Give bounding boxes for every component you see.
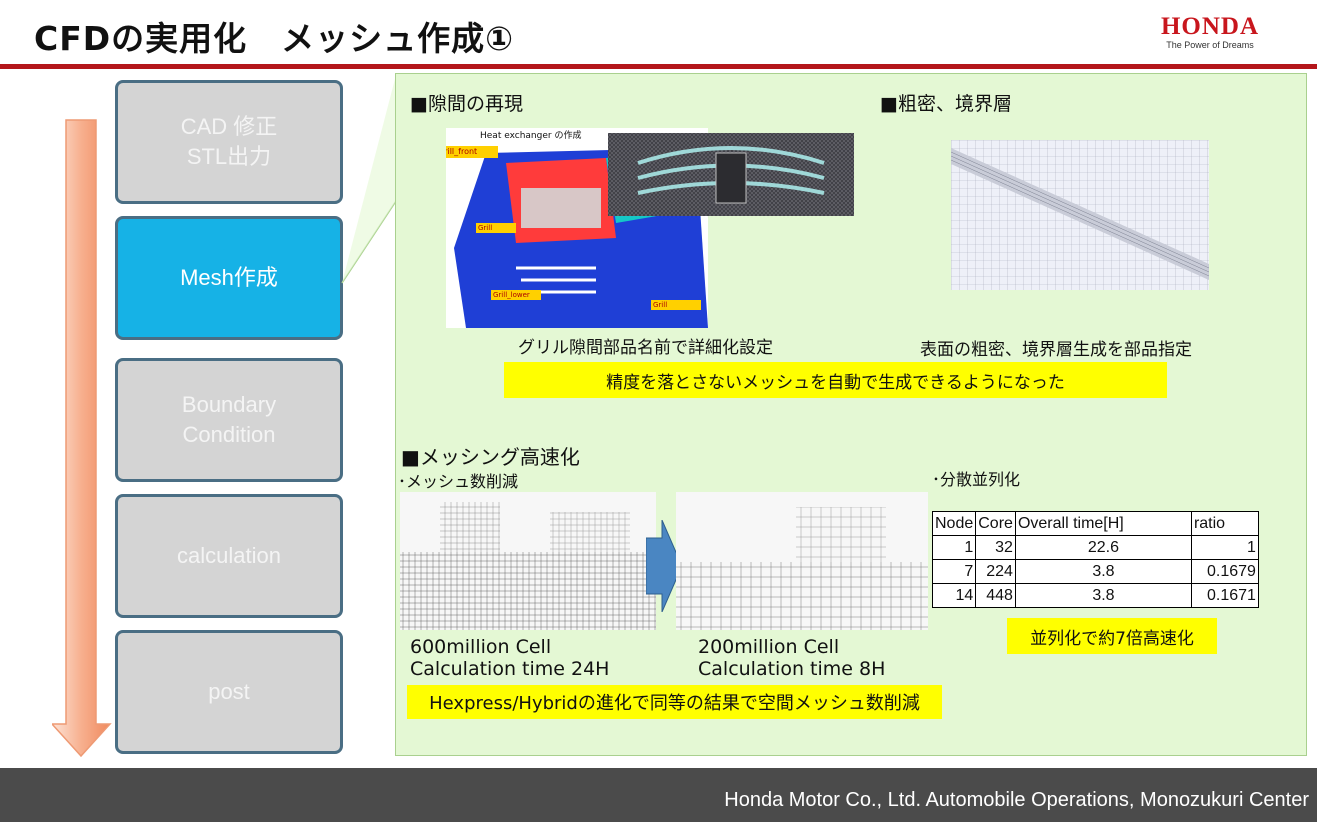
table-header: ratio [1190, 511, 1259, 536]
boundary-layer-mesh-image [951, 140, 1209, 290]
before-cell-count: 600million Cell [410, 636, 552, 658]
table-cell: 7 [931, 559, 977, 584]
honda-logo: HONDA The Power of Dreams [1135, 13, 1285, 51]
step-mesh[interactable]: Mesh作成 [115, 216, 343, 340]
table-cell: 22.6 [1014, 535, 1192, 560]
gap-heading: ■隙間の再現 [410, 93, 523, 115]
table-cell: 448 [975, 583, 1016, 608]
step-boundary-condition[interactable]: Boundary Condition [115, 358, 343, 482]
table-header: Overall time[H] [1014, 511, 1192, 536]
table-header: Core [975, 511, 1016, 536]
table-row: 7 224 3.8 0.1679 [931, 559, 1259, 584]
flow-down-arrow-icon [52, 119, 112, 758]
image-tag: Grill [653, 301, 668, 309]
slide-title: CFDの実用化 メッシュ作成① [34, 19, 515, 58]
speed-heading: ■メッシング高速化 [401, 445, 580, 469]
mesh-reduction-subheading: ･メッシュ数削減 [398, 472, 519, 491]
title-divider [0, 64, 1317, 69]
footer-bar: Honda Motor Co., Ltd. Automobile Operati… [0, 768, 1317, 822]
step-calculation[interactable]: calculation [115, 494, 343, 618]
summary-highlight: 精度を落とさないメッシュを自動で生成できるようになった [504, 362, 1167, 398]
step-label: post [208, 679, 250, 704]
after-cell-count: 200million Cell [698, 636, 840, 658]
table-cell: 1 [1190, 535, 1259, 560]
footer-text: Honda Motor Co., Ltd. Automobile Operati… [724, 789, 1309, 811]
mesh-after-image [676, 492, 928, 630]
image-tag: Grill_front [446, 147, 478, 156]
gap-caption: グリル隙間部品名前で詳細化設定 [518, 338, 773, 358]
grill-zoom-image [608, 133, 854, 216]
table-cell: 0.1671 [1190, 583, 1259, 608]
after-calc-time: Calculation time 8H [698, 658, 886, 680]
before-calc-time: Calculation time 24H [410, 658, 610, 680]
density-heading: ■粗密、境界層 [880, 93, 1012, 115]
table-row: 1 32 22.6 1 [931, 535, 1259, 560]
step-label: CAD 修正 STL出力 [180, 114, 278, 169]
step-cad-stl[interactable]: CAD 修正 STL出力 [115, 80, 343, 204]
step-label: Boundary Condition [181, 392, 277, 447]
parallel-performance-table: Node Core Overall time[H] ratio 1 32 22.… [931, 511, 1259, 608]
parallel-note: 並列化で約7倍高速化 [1007, 618, 1217, 654]
table-cell: 3.8 [1014, 583, 1192, 608]
step-label: calculation [177, 543, 281, 568]
logo-tagline: The Power of Dreams [1166, 40, 1254, 50]
right-arrow-icon [646, 520, 683, 612]
mesh-reduction-note: Hexpress/Hybridの進化で同等の結果で空間メッシュ数削減 [407, 685, 942, 719]
table-header: Node [931, 511, 977, 536]
image-tag: Grill_lower [493, 291, 530, 299]
logo-brand: HONDA [1160, 13, 1260, 40]
step-label: Mesh作成 [180, 265, 278, 290]
parallel-subheading: ･分散並列化 [932, 470, 1021, 489]
table-cell: 14 [931, 583, 977, 608]
table-cell: 3.8 [1014, 559, 1192, 584]
table-header-row: Node Core Overall time[H] ratio [931, 511, 1259, 536]
mesh-before-image [400, 492, 656, 630]
image-caption-label: Heat exchanger の作成 [480, 131, 582, 141]
density-caption: 表面の粗密、境界層生成を部品指定 [920, 340, 1192, 360]
table-cell: 224 [975, 559, 1016, 584]
table-row: 14 448 3.8 0.1671 [931, 583, 1259, 608]
image-tag: Grill [478, 224, 493, 232]
table-cell: 1 [931, 535, 977, 560]
step-post[interactable]: post [115, 630, 343, 754]
callout-connector [341, 75, 397, 284]
table-cell: 32 [975, 535, 1016, 560]
table-cell: 0.1679 [1190, 559, 1259, 584]
